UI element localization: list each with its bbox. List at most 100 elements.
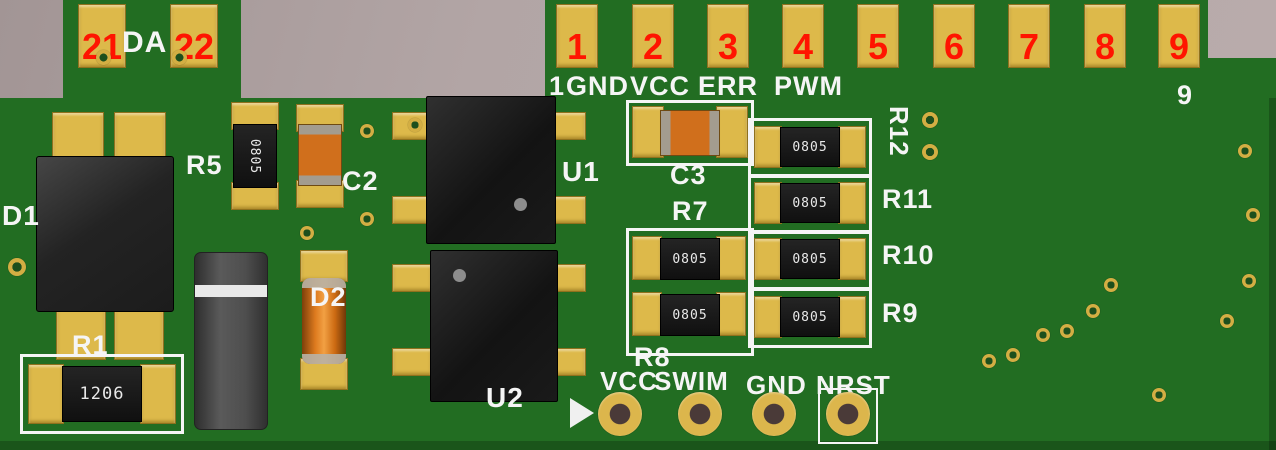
via <box>1104 278 1118 292</box>
header-pad-nrst <box>826 392 870 436</box>
edge-pad-number: 3 <box>717 26 739 67</box>
r5-marking: 0805 <box>247 138 263 174</box>
component-d2-body <box>302 278 346 364</box>
refdes-c3: C3 <box>670 160 707 190</box>
via <box>8 258 26 276</box>
header-pad-vcc <box>598 392 642 436</box>
edge-pad-number: 6 <box>943 26 965 67</box>
silk-vcc: VCC <box>630 71 691 101</box>
pin9-marker: 9 <box>1177 80 1194 110</box>
pin1-arrow-icon <box>570 398 594 428</box>
u1-pin1-dot <box>514 198 527 211</box>
d1-pad <box>114 306 164 360</box>
u2-pin1-dot <box>453 269 466 282</box>
d1-pad <box>114 112 166 164</box>
via <box>1152 388 1166 402</box>
component-r7-body: 0805 <box>660 238 720 280</box>
component-r10-body: 0805 <box>780 239 840 279</box>
edge-pad-number: 1 <box>566 26 588 67</box>
edge-pad-number: 5 <box>867 26 889 67</box>
u1-pad <box>552 112 586 140</box>
d2-end-cap <box>302 354 346 364</box>
d2-end-cap <box>302 278 346 288</box>
r9-pad <box>754 296 782 338</box>
u2-pad <box>392 348 432 376</box>
edge-pad-number: 8 <box>1094 26 1116 67</box>
refdes-u1: U1 <box>562 156 600 187</box>
via <box>300 226 314 240</box>
via <box>1060 324 1074 338</box>
edge-pad-number: 2 <box>642 26 664 67</box>
c3-pad <box>716 106 748 158</box>
r8-pad <box>632 292 662 336</box>
r1-pad <box>140 364 176 424</box>
edge-pad-9: 9 <box>1158 4 1200 68</box>
edge-pad-7: 7 <box>1008 4 1050 68</box>
via <box>1220 314 1234 328</box>
edge-pad-5: 5 <box>857 4 899 68</box>
component-d1-body <box>36 156 174 312</box>
refdes-r9: R9 <box>882 298 919 328</box>
component-u1-body <box>426 96 556 244</box>
via <box>1036 328 1050 342</box>
via <box>172 50 187 65</box>
via <box>96 50 111 65</box>
via <box>1242 274 1256 288</box>
refdes-c2: C2 <box>342 166 379 196</box>
r10-pad <box>838 238 866 280</box>
header-pad-nrst-outline <box>818 388 878 444</box>
r8-marking: 0805 <box>672 307 708 323</box>
r9-marking: 0805 <box>792 309 828 325</box>
pin1-marker: 1 <box>549 71 566 101</box>
tab-label: DA <box>122 26 168 59</box>
r11-marking: 0805 <box>792 195 828 211</box>
r1-pad <box>28 364 64 424</box>
refdes-r11: R11 <box>882 184 934 214</box>
refdes-r5: R5 <box>186 150 223 180</box>
header-label-swim: SWIM <box>654 366 729 396</box>
cap-polarity-stripe <box>195 285 267 297</box>
u2-pad <box>392 264 432 292</box>
refdes-r7: R7 <box>672 196 709 226</box>
via <box>1006 348 1020 362</box>
header-label-vcc: VCC <box>600 366 658 396</box>
component-u2-body <box>430 250 558 402</box>
via <box>982 354 996 368</box>
silk-pwm: PWM <box>774 71 843 101</box>
r9-outline <box>748 288 872 348</box>
r12-pad <box>754 126 782 168</box>
r11-pad <box>838 182 866 224</box>
component-r1-body: 1206 <box>62 366 142 422</box>
u1-pad <box>552 196 586 224</box>
via <box>1246 208 1260 222</box>
edge-pad-8: 8 <box>1084 4 1126 68</box>
r1-outline <box>20 354 184 434</box>
component-r5-body: 0805 <box>233 124 277 188</box>
edge-pad-number: 7 <box>1018 26 1040 67</box>
component-r9-body: 0805 <box>780 297 840 337</box>
edge-pad-6: 6 <box>933 4 975 68</box>
via <box>1086 304 1100 318</box>
component-r11-body: 0805 <box>780 183 840 223</box>
r11-pad <box>754 182 782 224</box>
tab-pad-22: 22 <box>170 4 218 68</box>
via <box>360 124 374 138</box>
d2-pad <box>300 250 348 282</box>
edge-pad-2: 2 <box>632 4 674 68</box>
refdes-d2: D2 <box>310 282 347 312</box>
refdes-u2: U2 <box>486 382 524 413</box>
component-c2-body <box>298 124 342 186</box>
header-pad-swim <box>678 392 722 436</box>
r7-pad <box>632 236 662 280</box>
component-r12-body: 0805 <box>780 127 840 167</box>
board-top-right-step <box>1208 58 1276 100</box>
component-electrolytic-cap-body <box>194 252 268 430</box>
edge-pad-4: 4 <box>782 4 824 68</box>
edge-pad-3: 3 <box>707 4 749 68</box>
r7-pad <box>716 236 746 280</box>
component-c3-body <box>660 110 720 156</box>
via <box>1238 144 1252 158</box>
via <box>922 112 938 128</box>
refdes-r1: R1 <box>72 330 109 360</box>
